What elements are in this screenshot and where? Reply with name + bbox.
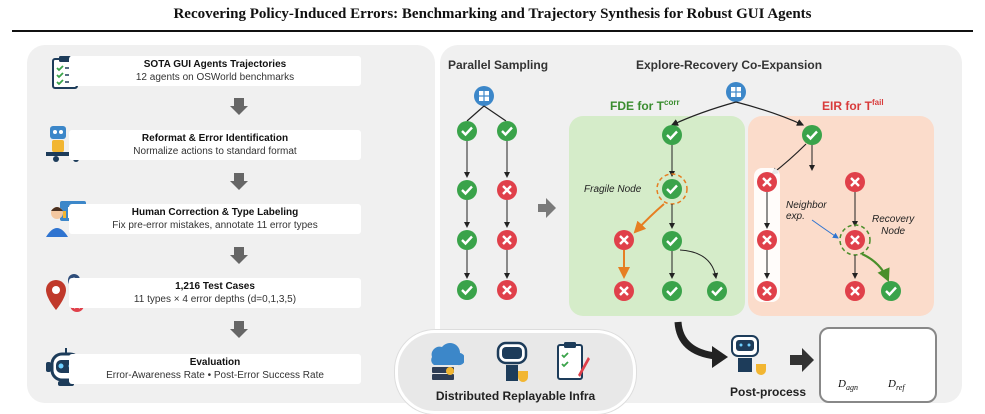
curved-arrow-icon: [674, 321, 717, 360]
step-desc: Error-Awareness Rate • Post-Error Succes…: [106, 370, 324, 381]
fde-label: FDE for Tcorr: [610, 98, 680, 113]
fde-region: [569, 116, 745, 316]
coexpansion-label: Explore-Recovery Co-Expansion: [636, 58, 823, 72]
dataset-agn-label: Dagn: [838, 378, 858, 392]
neighbor-exp-label: Neighbor exp.: [786, 200, 827, 222]
fde-label-text: FDE for T: [610, 99, 664, 113]
page-title: Recovering Policy-Induced Errors: Benchm…: [173, 6, 812, 22]
eir-label: EIR for Tfail: [822, 98, 884, 113]
parallel-sampling-label: Parallel Sampling: [448, 58, 549, 72]
step-desc: Normalize actions to standard format: [133, 146, 297, 157]
neighbor-label-line2: exp.: [786, 211, 805, 222]
eir-label-text: EIR for T: [822, 99, 872, 113]
step-title: Reformat & Error Identification: [141, 133, 289, 144]
step-desc: Fix pre-error mistakes, annotate 11 erro…: [112, 220, 318, 231]
recovery-label-line2: Node: [881, 226, 906, 237]
recovery-node-label: Recovery Node: [872, 214, 914, 238]
dataset-output-box: [819, 327, 937, 403]
d-agn-sub: agn: [845, 383, 858, 393]
d-symbol: D: [838, 378, 846, 390]
step-title: Evaluation: [189, 357, 241, 368]
eir-region: [748, 116, 934, 316]
step-desc: 11 types × 4 error depths (d=0,1,3,5): [133, 294, 297, 305]
pipeline-step-evaluation: Evaluation Error-Awareness Rate • Post-E…: [69, 354, 361, 384]
dataset-ref-label: Dref: [888, 378, 905, 392]
clipboard-checklist-icon: [557, 342, 590, 380]
pipeline-step-test-cases: 1,216 Test Cases 11 types × 4 error dept…: [69, 278, 361, 308]
step-title: 1,216 Test Cases: [175, 281, 255, 292]
step-title: Human Correction & Type Labeling: [131, 207, 299, 218]
step-title: SOTA GUI Agents Trajectories: [143, 59, 287, 70]
cloud-server-icon: [431, 343, 464, 380]
infra-label: Distributed Replayable Infra: [435, 389, 596, 403]
fde-label-sup: corr: [664, 98, 680, 107]
eir-label-sup: fail: [872, 98, 884, 107]
d-symbol: D: [888, 378, 896, 390]
right-arrow-icon: [790, 348, 814, 372]
eir-tree: [754, 123, 903, 303]
robot-trophy-icon: [731, 335, 766, 375]
parallel-sampling-tree: [455, 86, 519, 302]
pipeline-step-trajectories: SOTA GUI Agents Trajectories 12 agents o…: [69, 56, 361, 86]
fragile-node-label: Fragile Node: [584, 184, 642, 195]
distributed-infra-badge: Distributed Replayable Infra: [395, 330, 636, 414]
recovery-label-line1: Recovery: [872, 214, 915, 225]
post-process-label: Post-process: [730, 385, 807, 399]
step-desc: 12 agents on OSWorld benchmarks: [135, 72, 295, 83]
neighbor-label-line1: Neighbor: [786, 200, 827, 211]
right-arrow-icon: [538, 198, 556, 218]
title-rule: [12, 30, 973, 32]
pipeline-step-human-correction: Human Correction & Type Labeling Fix pre…: [69, 204, 361, 234]
robot-trophy-icon: [496, 341, 528, 382]
header: Recovering Policy-Induced Errors: Benchm…: [0, 0, 985, 36]
d-ref-sub: ref: [895, 383, 905, 393]
fde-tree: [612, 123, 729, 303]
pipeline-step-reformat: Reformat & Error Identification Normaliz…: [69, 130, 361, 160]
